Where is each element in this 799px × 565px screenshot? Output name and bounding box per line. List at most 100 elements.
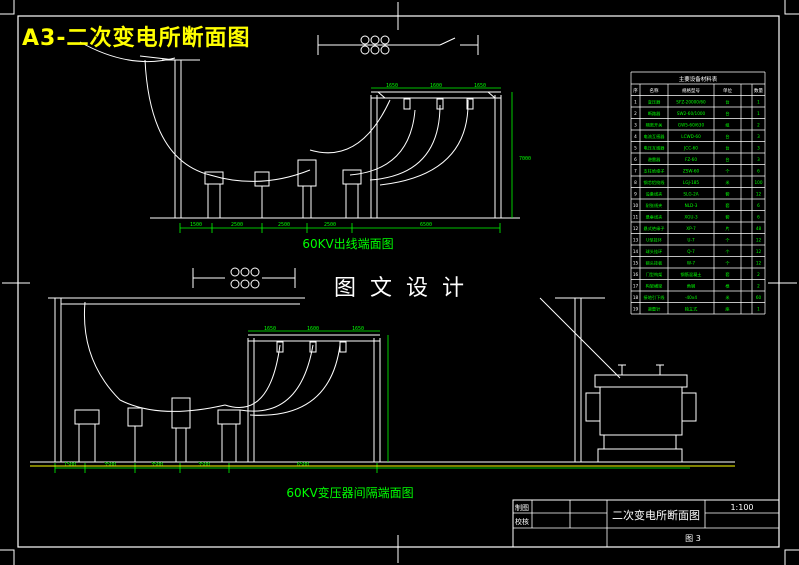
materials-table-header: 规格型号 — [682, 87, 700, 94]
top-left-pole — [139, 55, 200, 218]
top-single-line-symbol — [317, 35, 479, 55]
bottom-gantry — [247, 334, 381, 462]
bottom-left-pole — [48, 297, 305, 462]
top-gantry — [370, 91, 502, 218]
materials-table-cell: 3 — [757, 134, 760, 139]
watermark: 图文设计 — [328, 270, 485, 302]
materials-table-header: 序 — [633, 87, 638, 94]
materials-table-cell: 12 — [756, 249, 762, 254]
bottom-right-pole — [539, 297, 621, 462]
materials-table-cell: 6 — [757, 203, 760, 208]
materials-table-cell: 避雷针 — [648, 306, 661, 313]
top-dim-label-4: 2500 — [324, 222, 336, 228]
title-label-check: 校核 — [515, 517, 529, 526]
materials-table-cell: 6 — [634, 157, 637, 162]
materials-table-cell: 1 — [634, 100, 637, 105]
materials-table-cell: 2 — [634, 111, 637, 116]
materials-table-cell: 台 — [725, 145, 729, 152]
materials-table-cell: 套 — [725, 214, 730, 221]
title-scale: 1:100 — [730, 503, 753, 512]
materials-table-cell: 15 — [633, 261, 639, 266]
top-dim-labels: 1500 2500 2500 2500 6500 1650 1600 1650 … — [190, 83, 531, 228]
bottom-equipment — [74, 397, 241, 462]
materials-table-cell: 12 — [756, 238, 762, 243]
bottom-dim-label-2: 3500 — [104, 462, 116, 468]
materials-table-cell: -40x4 — [685, 295, 697, 300]
materials-table-cell: GW5-60/630 — [678, 123, 705, 128]
materials-table-cell: 耐张线夹 — [646, 202, 663, 209]
materials-table-cell: 48 — [756, 226, 762, 231]
materials-table-cell: 10 — [633, 203, 639, 208]
materials-table-title: 主要设备材料表 — [679, 75, 718, 83]
materials-table-cell: 悬垂线夹 — [646, 214, 663, 221]
materials-table-cell: 个 — [725, 261, 730, 266]
materials-table-cell: 悬式绝缘子 — [644, 225, 665, 231]
materials-table-header: 单位 — [723, 87, 732, 94]
materials-table-cell: U型挂环 — [646, 237, 662, 244]
materials-table-cell: 钢芯铝绞线 — [644, 179, 666, 186]
materials-table-cell: 11 — [633, 215, 639, 220]
materials-table-cell: 6 — [757, 169, 760, 174]
top-section-caption: 60KV出线端面图 — [302, 237, 393, 251]
materials-table-cell: 断路器 — [648, 110, 661, 117]
materials-table-cell: 钢筋混凝土 — [681, 271, 702, 278]
materials-table-header: 名称 — [650, 87, 659, 94]
top-section: 60KV出线端面图 1500 2500 2500 2500 6500 1650 … — [79, 35, 531, 251]
bottom-droop-wire — [83, 301, 226, 412]
materials-table-cell: SW2-60/1000 — [677, 111, 706, 116]
materials-table-cell: 独立式 — [685, 306, 698, 313]
materials-table-cell: NLD-3 — [685, 203, 698, 208]
materials-table-cell: SLG-2A — [683, 192, 698, 197]
top-bus-wire-c — [369, 104, 441, 181]
materials-table-cell: 18 — [633, 295, 639, 300]
materials-table-cell: 座 — [725, 306, 729, 313]
materials-table-cell: 1 — [757, 307, 760, 312]
materials-table-cell: SFZ-20000/60 — [676, 100, 706, 105]
materials-table-cell: 6 — [757, 215, 760, 220]
materials-table-cell: LCWD-60 — [681, 134, 701, 139]
materials-table-cell: FZ-60 — [685, 157, 697, 162]
materials-table-cell: 2 — [757, 272, 760, 277]
top-equipment — [204, 159, 362, 218]
top-height-label: 7000 — [519, 156, 531, 162]
materials-table-cell: ZSW-60 — [683, 169, 700, 174]
materials-table-cell: 19 — [633, 307, 639, 312]
materials-table-cell: 100 — [755, 180, 763, 185]
materials-table-cell: 台 — [725, 133, 729, 140]
top-bus-label-1: 1650 — [386, 83, 398, 89]
materials-table-cell: XGU-3 — [684, 215, 698, 220]
bottom-dim-label-4: 3500 — [198, 462, 210, 468]
title-sheet: 图 3 — [685, 534, 701, 543]
materials-table-cell: 变压器 — [648, 99, 661, 106]
top-bus-wire-a — [309, 99, 391, 154]
bottom-dimension-lines — [54, 330, 690, 473]
materials-table-cell: 4 — [634, 134, 637, 139]
bottom-single-line-symbol — [192, 267, 296, 289]
materials-table-cell: XP-7 — [686, 226, 696, 231]
title-block: 制图 校核 二次变电所断面图 1:100 图 3 — [512, 499, 780, 548]
bottom-bus-label-2: 1600 — [307, 326, 319, 332]
bottom-dim-label-1: 1500 — [64, 462, 76, 468]
materials-table-cell: 台 — [725, 99, 729, 106]
materials-table-cell: 片 — [725, 225, 729, 232]
bottom-dim-label-3: 3500 — [151, 462, 163, 468]
materials-table-cell: 支柱绝缘子 — [644, 168, 665, 175]
materials-table-cell: 套 — [725, 191, 730, 198]
materials-table-cell: 隔离开关 — [646, 122, 663, 129]
materials-table-cell: 米 — [725, 294, 730, 301]
materials-table-cell: 电流互感器 — [644, 133, 666, 140]
materials-table-cell: JCC-60 — [683, 146, 698, 151]
materials-table-cell: 12 — [756, 192, 762, 197]
materials-table-cell: 套 — [725, 202, 730, 209]
materials-table-cell: 组 — [725, 122, 729, 128]
materials-table-cell: 2 — [757, 123, 760, 128]
materials-table-cell: 个 — [725, 238, 730, 243]
materials-table-cell: 套 — [725, 271, 730, 278]
materials-table-cell: 电压互感器 — [644, 145, 666, 152]
materials-table-cell: 避雷器 — [648, 156, 661, 163]
materials-table-cell: U-7 — [687, 238, 695, 243]
materials-table-cell: 碗头挂板 — [646, 260, 664, 267]
materials-table-cell: 球头挂环 — [646, 248, 663, 255]
